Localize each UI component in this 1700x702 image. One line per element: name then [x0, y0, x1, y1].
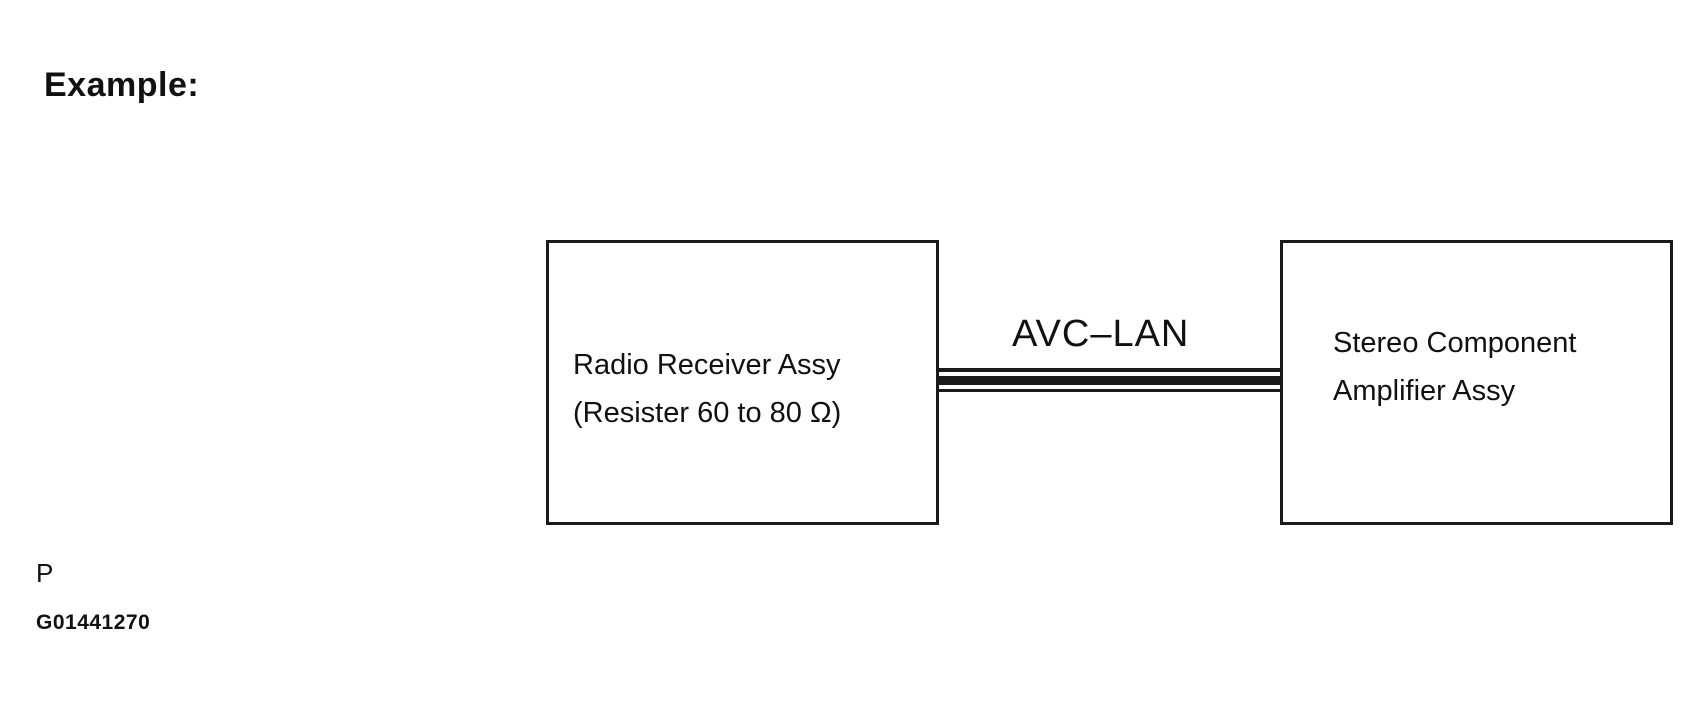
bus-rail-bottom	[939, 389, 1280, 392]
avc-lan-bus-line	[939, 368, 1280, 394]
bus-rail-middle	[939, 376, 1280, 385]
stereo-amplifier-text: Stereo Component Amplifier Assy	[1333, 319, 1576, 415]
avc-lan-label: AVC–LAN	[1012, 313, 1190, 355]
resistor-value-label: (Resister 60 to 80 Ω)	[573, 397, 842, 429]
amplifier-assy-label: Amplifier Assy	[1333, 375, 1516, 407]
radio-receiver-label: Radio Receiver Assy	[573, 349, 841, 381]
figure-code: G01441270	[36, 611, 151, 634]
diagram-heading: Example:	[44, 66, 200, 104]
radio-receiver-block: Radio Receiver Assy (Resister 60 to 80 Ω…	[546, 240, 939, 525]
stereo-amplifier-block: Stereo Component Amplifier Assy	[1280, 240, 1673, 525]
bus-rail-top	[939, 368, 1280, 372]
radio-receiver-text: Radio Receiver Assy (Resister 60 to 80 Ω…	[573, 341, 841, 437]
footer-mark: P	[36, 558, 54, 588]
stereo-component-label: Stereo Component	[1333, 327, 1577, 359]
